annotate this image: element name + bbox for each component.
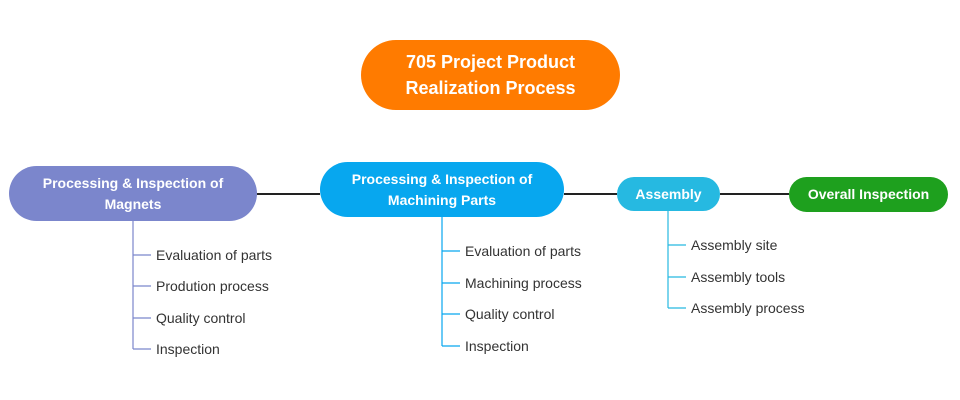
assembly-leaf-assembly-tools[interactable]: Assembly tools <box>691 269 786 285</box>
assembly-leaf-assembly-process[interactable]: Assembly process <box>691 300 805 316</box>
branch-magnets[interactable]: Processing & Inspection of Magnets <box>9 166 257 221</box>
assembly-leaf-assembly-site[interactable]: Assembly site <box>691 237 778 253</box>
machining-leaf-inspection[interactable]: Inspection <box>465 338 529 354</box>
machining-leaf-machining-process[interactable]: Machining process <box>465 275 582 291</box>
root-topic[interactable]: 705 Project Product Realization Process <box>361 40 620 110</box>
branch-assembly[interactable]: Assembly <box>617 177 720 211</box>
magnets-leaf-quality-control[interactable]: Quality control <box>156 310 246 326</box>
machining-leaf-quality-control[interactable]: Quality control <box>465 306 555 322</box>
branch-overall-inspection[interactable]: Overall Inspection <box>789 177 948 212</box>
magnets-leaf-evaluation-of-parts[interactable]: Evaluation of parts <box>156 247 272 263</box>
magnets-leaf-inspection[interactable]: Inspection <box>156 341 220 357</box>
branch-machining-parts[interactable]: Processing & Inspection of Machining Par… <box>320 162 564 217</box>
magnets-leaf-prodution-process[interactable]: Prodution process <box>156 278 269 294</box>
machining-leaf-evaluation-of-parts[interactable]: Evaluation of parts <box>465 243 581 259</box>
